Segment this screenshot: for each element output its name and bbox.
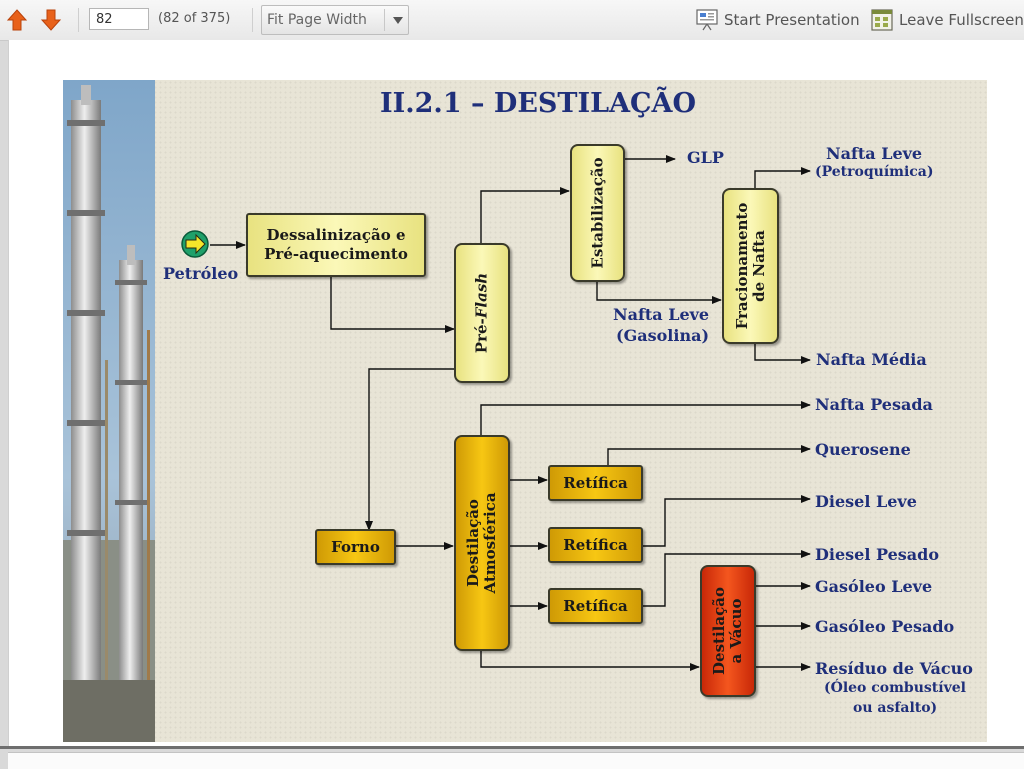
page-number-input[interactable] [89, 8, 149, 30]
label-asfalto: ou asfalto) [853, 700, 938, 716]
presentation-icon [696, 9, 718, 31]
flow-connectors [210, 155, 811, 671]
input-arrow-icon [181, 230, 209, 258]
label-nafta-media: Nafta Média [816, 350, 927, 369]
box-dessalinizacao: Dessalinização e Pré-aquecimento [246, 213, 426, 277]
fullscreen-icon [871, 9, 893, 31]
label-gasolina: (Gasolina) [616, 326, 710, 345]
dropdown-arrow-icon [393, 17, 403, 24]
box-fracionamento-line2: de Nafta [749, 230, 768, 302]
box-pre-flash-label: Pré- [472, 318, 491, 354]
box-retifica-3-label: Retífica [563, 596, 628, 615]
label-diesel-pesado: Diesel Pesado [815, 545, 939, 564]
box-retifica-2: Retífica [548, 527, 643, 563]
zoom-value: Fit Page Width [267, 12, 367, 28]
label-glp: GLP [687, 148, 724, 167]
box-estabilizacao-label: Estabilização [588, 157, 606, 269]
box-retifica-1-label: Retífica [563, 473, 628, 492]
arrow-up-icon [6, 9, 28, 31]
box-vac-line2: a Vácuo [727, 598, 745, 664]
arrow-down-icon [40, 9, 62, 31]
box-fracionamento-line1: Fracionamento [732, 202, 751, 330]
label-gasoleo-pesado: Gasóleo Pesado [815, 617, 955, 636]
box-atm-line2: Atmosférica [481, 492, 499, 594]
slide-image: II.2.1 – DESTILAÇÃO [63, 80, 987, 742]
document-page: II.2.1 – DESTILAÇÃO [8, 40, 1024, 746]
label-gasoleo-leve: Gasóleo Leve [815, 577, 933, 596]
box-vac-line1: Destilação [710, 587, 728, 675]
previous-page-button[interactable] [4, 6, 30, 34]
slide-title: II.2.1 – DESTILAÇÃO [379, 88, 697, 119]
label-petroleo: Petróleo [163, 264, 239, 283]
leave-fullscreen-button[interactable]: Leave Fullscreen [869, 8, 1024, 32]
zoom-divider [384, 9, 385, 31]
box-forno: Forno [315, 529, 396, 565]
start-presentation-button[interactable]: Start Presentation [694, 8, 862, 32]
start-presentation-label: Start Presentation [724, 11, 860, 29]
toolbar-separator [78, 8, 79, 32]
label-diesel-leve: Diesel Leve [815, 492, 917, 511]
box-dessalinizacao-line2: Pré-aquecimento [264, 245, 408, 263]
refinery-photo [63, 80, 155, 742]
box-estabilizacao: Estabilização [570, 144, 625, 282]
label-nafta-leve-gasolina: Nafta Leve [613, 305, 710, 324]
label-petroquimica: (Petroquímica) [815, 164, 934, 180]
label-residuo-vacuo: Resíduo de Vácuo [815, 659, 973, 678]
label-nafta-leve-petroquimica: Nafta Leve [826, 144, 923, 163]
label-oleo-combustivel: (Óleo combustível [824, 680, 966, 696]
box-dessalinizacao-line1: Dessalinização e [266, 226, 406, 244]
box-retifica-3: Retífica [548, 588, 643, 624]
next-page-button[interactable] [38, 6, 64, 34]
label-querosene: Querosene [815, 440, 911, 459]
box-pre-flash-italic: Flash [472, 272, 491, 319]
box-forno-label: Forno [331, 537, 380, 556]
toolbar-separator [252, 8, 253, 32]
page-divider [0, 746, 1024, 749]
box-atm-line1: Destilação [464, 499, 482, 587]
leave-fullscreen-label: Leave Fullscreen [899, 11, 1024, 29]
page-count-label: (82 of 375) [158, 11, 231, 26]
box-retifica-1: Retífica [548, 465, 643, 501]
box-retifica-2-label: Retífica [563, 535, 628, 554]
viewer-toolbar: (82 of 375) Fit Page Width Start Present… [0, 0, 1024, 41]
zoom-select[interactable]: Fit Page Width [261, 5, 409, 35]
box-pre-flash: Pré-Flash [454, 243, 510, 383]
next-page-preview [8, 752, 1024, 769]
label-nafta-pesada: Nafta Pesada [815, 395, 933, 414]
